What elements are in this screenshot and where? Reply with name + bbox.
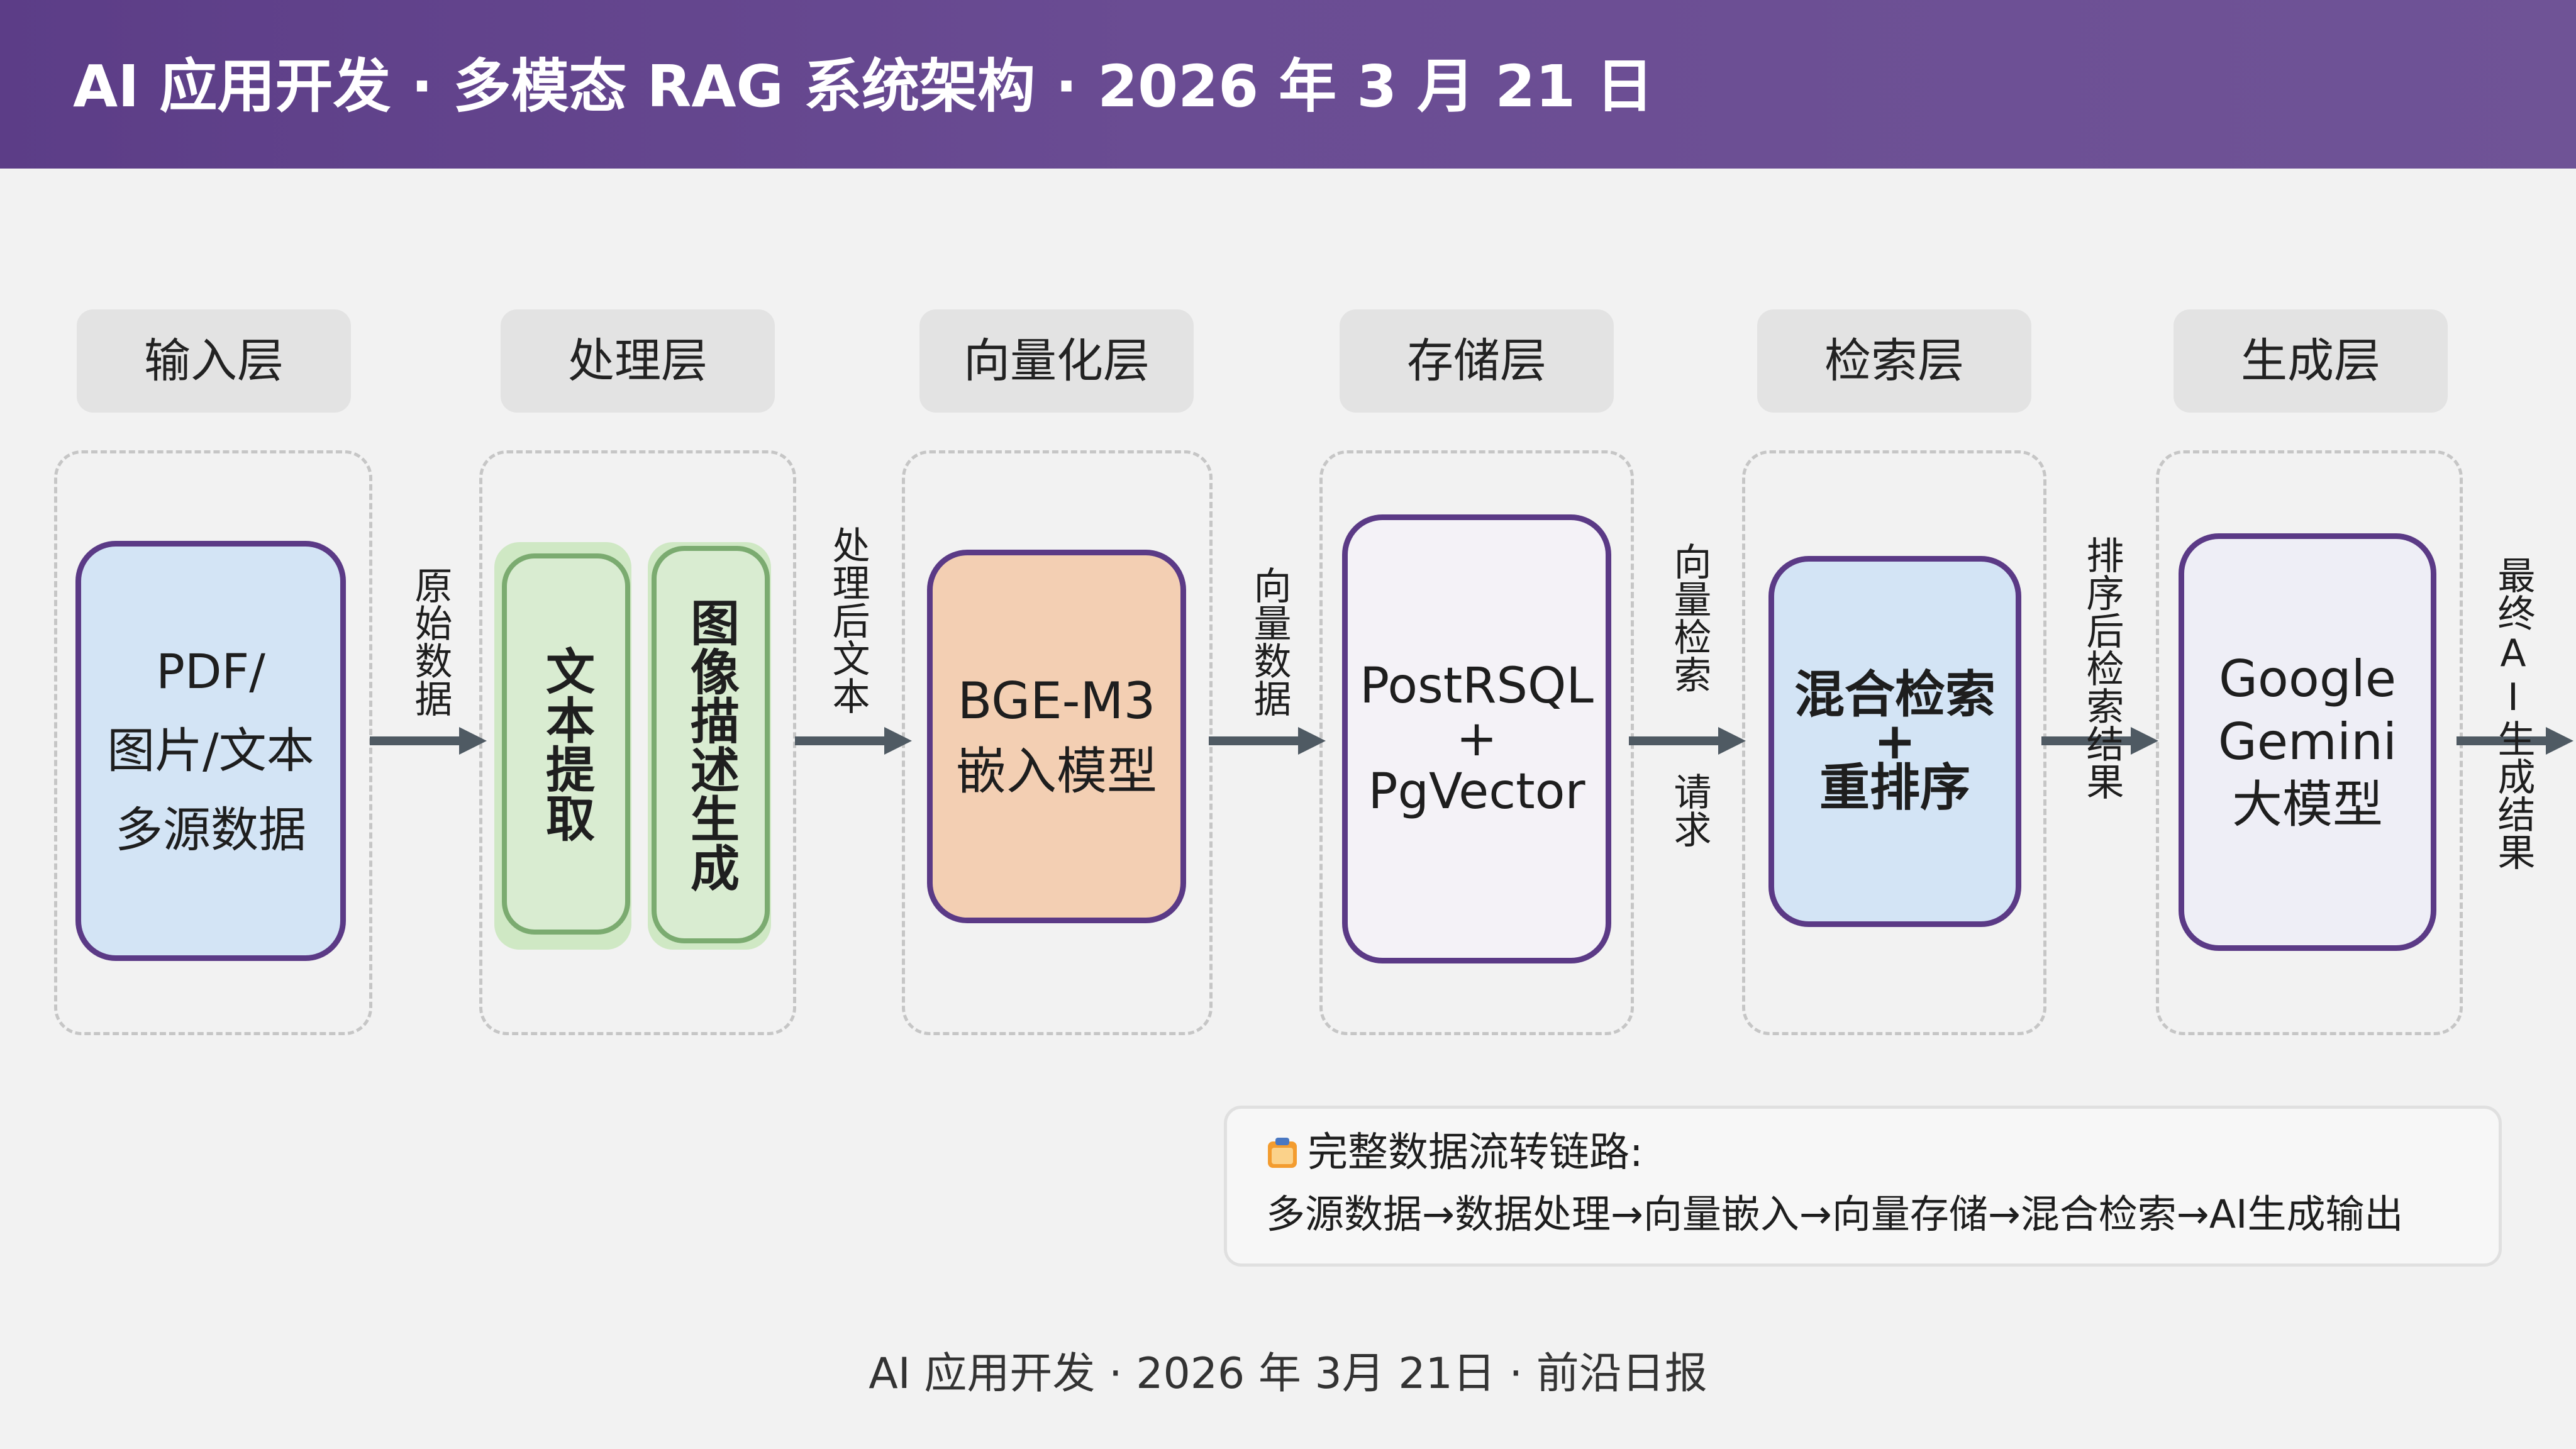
node-image-desc: 图像描述生成 <box>652 546 770 943</box>
node-generation-line-1: Google <box>2218 650 2397 708</box>
node-generation: Google Gemini 大模型 <box>2179 533 2436 951</box>
node-retrieval-line-1: 混合检索 <box>1794 665 1996 724</box>
arrow-input-to-processing <box>370 727 487 755</box>
node-embedding-model: BGE-M3 嵌入模型 <box>927 550 1186 923</box>
node-image-desc-label: 图像描述生成 <box>682 597 739 892</box>
layer-label-input: 输入层 <box>77 309 351 413</box>
clipboard-icon <box>1268 1138 1297 1168</box>
summary-flow: 多源数据→数据处理→向量嵌入→向量存储→混合检索→AI生成输出 <box>1266 1191 2404 1237</box>
node-storage-line-3: PgVector <box>1368 763 1585 820</box>
arrow-generation-output <box>2457 727 2573 755</box>
node-generation-line-2: Gemini <box>2218 713 2397 771</box>
node-input-line-3: 多源数据 <box>115 802 306 858</box>
edge-label-request: 请求 <box>1667 772 1711 848</box>
edge-label-final-result: 最终AI生成结果 <box>2491 556 2535 870</box>
node-text-extract-label: 文本提取 <box>538 646 594 842</box>
edge-label-vector-data: 向量数据 <box>1247 566 1291 717</box>
node-input-line-1: PDF/ <box>156 643 265 699</box>
node-input-line-2: 图片/文本 <box>107 723 314 779</box>
edge-label-raw-data: 原始数据 <box>408 566 452 717</box>
node-generation-line-3: 大模型 <box>2232 775 2383 834</box>
edge-label-processed-text: 处理后文本 <box>826 526 870 714</box>
node-storage-line-2: + <box>1456 711 1497 767</box>
page-title: AI 应用开发 · 多模态 RAG 系统架构 · 2026 年 3 月 21 日 <box>73 53 1654 120</box>
node-input-data: PDF/ 图片/文本 多源数据 <box>75 541 346 961</box>
layer-label-retrieval: 检索层 <box>1757 309 2031 413</box>
layer-label-vectorization: 向量化层 <box>919 309 1194 413</box>
arrow-storage-to-retrieval <box>1629 727 1746 755</box>
arrow-processing-to-vectorization <box>795 727 912 755</box>
node-storage: PostRSQL + PgVector <box>1342 514 1611 963</box>
node-embed-line-1: BGE-M3 <box>957 672 1156 730</box>
arrow-retrieval-to-generation <box>2041 727 2158 755</box>
node-storage-line-1: PostRSQL <box>1360 658 1594 714</box>
node-embed-line-2: 嵌入模型 <box>956 742 1157 801</box>
header-bar: AI 应用开发 · 多模态 RAG 系统架构 · 2026 年 3 月 21 日 <box>0 0 2576 169</box>
footer-text: AI 应用开发 · 2026 年 3月 21日 · 前沿日报 <box>869 1349 1707 1399</box>
node-retrieval: 混合检索 + 重排序 <box>1768 556 2021 927</box>
summary-title: 完整数据流转链路: <box>1307 1130 1643 1176</box>
edge-label-vector-search: 向量检索 <box>1667 542 1711 693</box>
node-retrieval-line-2: + <box>1874 712 1916 770</box>
summary-box: 完整数据流转链路: 多源数据→数据处理→向量嵌入→向量存储→混合检索→AI生成输… <box>1224 1106 2502 1267</box>
layer-label-generation: 生成层 <box>2174 309 2448 413</box>
edge-label-reranked-results: 排序后检索结果 <box>2080 536 2124 800</box>
node-text-extract: 文本提取 <box>502 553 630 935</box>
layer-label-storage: 存储层 <box>1340 309 1614 413</box>
layer-label-processing: 处理层 <box>501 309 775 413</box>
node-retrieval-line-3: 重排序 <box>1819 758 1970 817</box>
arrow-vectorization-to-storage <box>1209 727 1326 755</box>
